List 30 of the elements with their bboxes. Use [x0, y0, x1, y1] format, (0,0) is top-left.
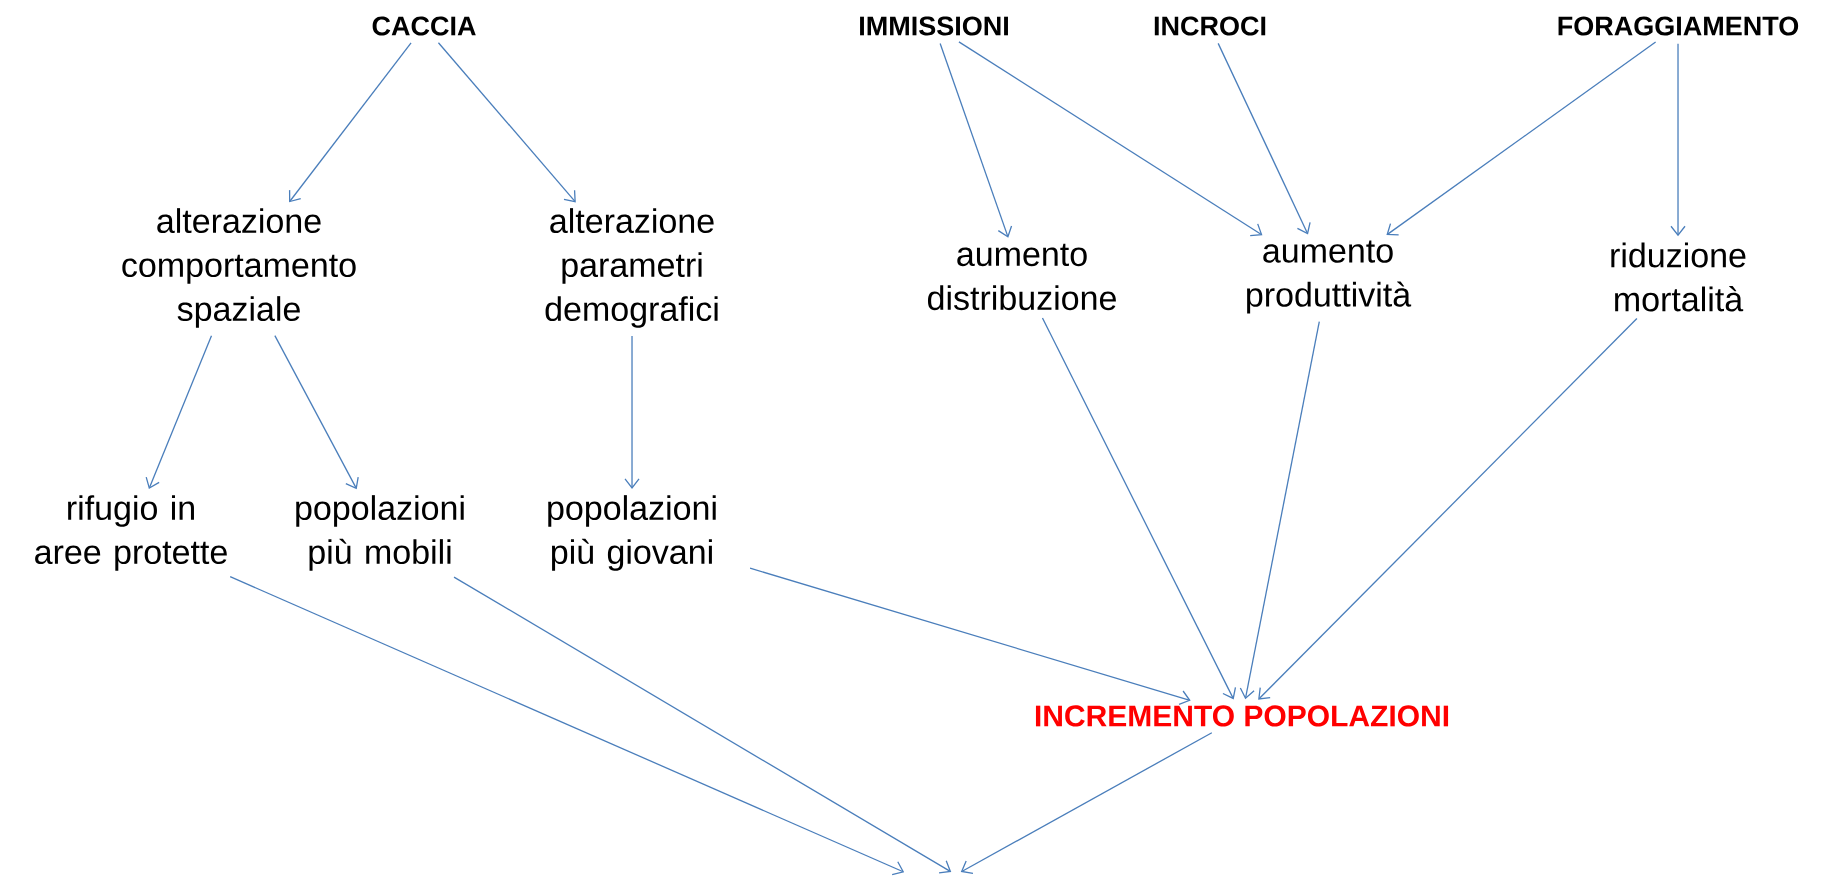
node-text: popolazioni più giovani: [548, 495, 716, 571]
node-text: riduzione mortalità: [1611, 242, 1746, 312]
arrow: [749, 567, 1191, 706]
arrow: [1217, 42, 1311, 235]
heading-text: CACCIA: [372, 16, 476, 36]
node-text: aumento distribuzione: [928, 243, 1116, 311]
arrow: [1386, 41, 1657, 236]
heading-text: INCROCI: [1154, 16, 1266, 36]
result-text: INCREMENTO POPOLAZIONI: [1035, 705, 1449, 727]
arrow: [1258, 317, 1638, 700]
node-text: alterazione parametri demografici: [545, 208, 718, 328]
arrow: [274, 334, 359, 490]
heading-text: IMMISSIONI: [860, 16, 1008, 36]
arrow: [229, 576, 905, 876]
arrow: [437, 42, 576, 203]
arrow: [1239, 321, 1320, 700]
arrow: [624, 335, 640, 489]
arrow: [1041, 317, 1237, 700]
arrow: [288, 42, 412, 203]
arrow: [453, 576, 952, 874]
node-text: popolazioni più mobili: [296, 495, 464, 571]
arrow: [1670, 43, 1686, 237]
node-text: aumento produttività: [1247, 240, 1412, 314]
arrow: [958, 41, 1263, 237]
arrow: [939, 42, 1013, 238]
arrow: [145, 335, 213, 490]
heading-text: FORAGGIAMENTO: [1558, 16, 1799, 36]
node-text: alterazione comportamento spaziale: [122, 208, 356, 328]
arrow: [960, 732, 1213, 874]
node-text: rifugio in aree protette: [35, 495, 227, 571]
